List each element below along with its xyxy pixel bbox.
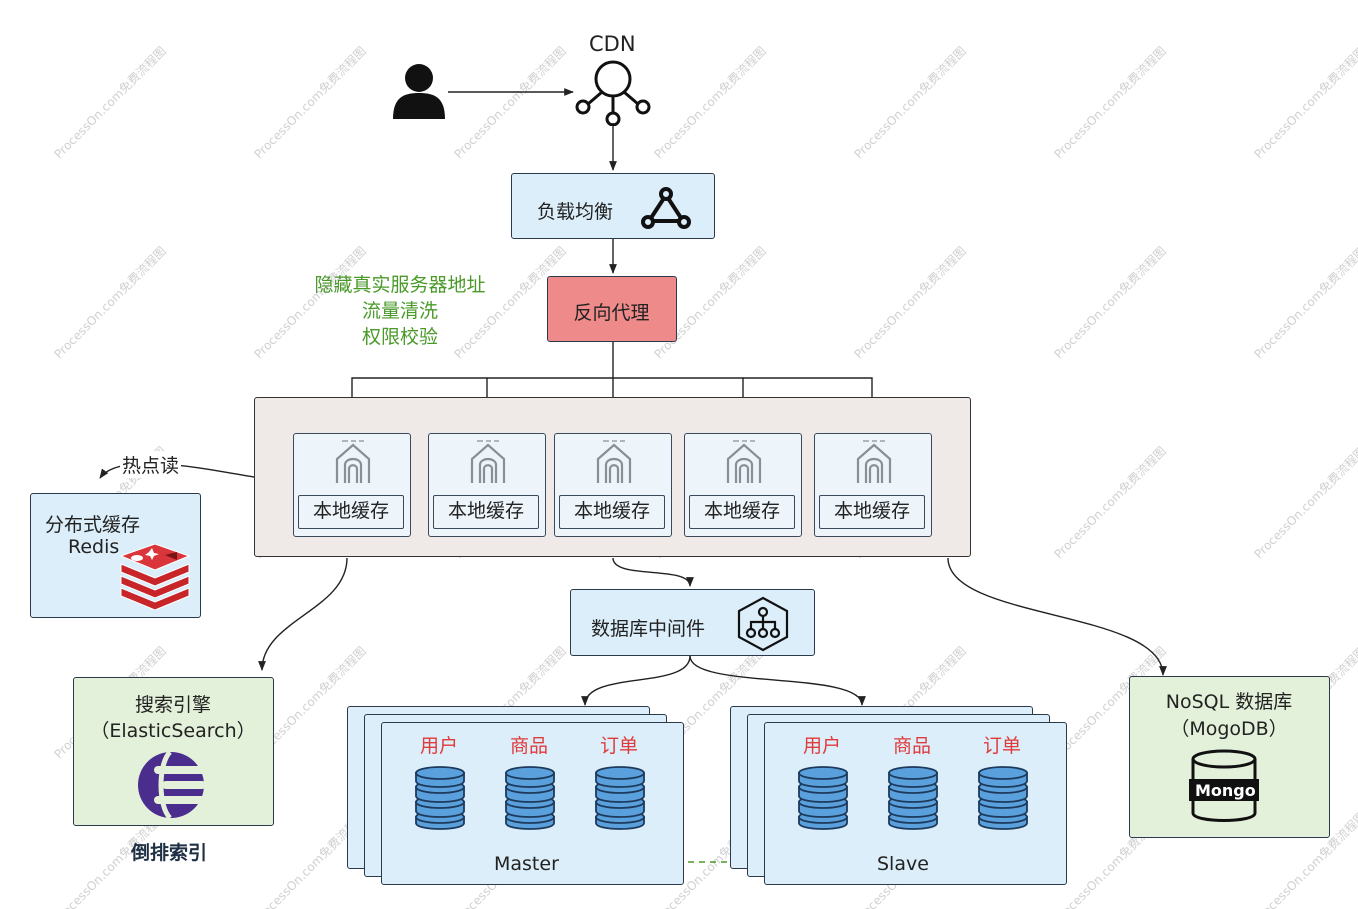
db-middleware-box[interactable]: 数据库中间件: [570, 589, 815, 656]
local-cache-card[interactable]: 本地缓存: [684, 433, 802, 537]
load-balancer-label: 负载均衡: [537, 201, 614, 223]
local-cache-card[interactable]: 本地缓存: [428, 433, 546, 537]
db-middleware-label: 数据库中间件: [591, 618, 706, 640]
search-title: 搜索引擎: [134, 694, 211, 716]
server-icon: [330, 439, 376, 489]
middleware-to-master-arrow: [581, 655, 691, 706]
redis-title: 分布式缓存: [45, 514, 141, 536]
search-subtitle: （ElasticSearch）: [90, 720, 256, 742]
database-icon: [797, 765, 849, 835]
user-icon: [393, 64, 445, 119]
mongo-logo-text: Mongo: [1195, 781, 1256, 800]
local-cache-card[interactable]: 本地缓存: [293, 433, 411, 537]
nosql-title: NoSQL 数据库: [1165, 691, 1293, 713]
proxy-note-2: 流量清洗: [361, 300, 438, 322]
elastic-logo-icon: [138, 750, 206, 820]
cluster-to-search-arrow: [258, 557, 348, 671]
database-icon: [977, 765, 1029, 835]
proxy-note-3: 权限校验: [361, 326, 438, 348]
redis-box[interactable]: 分布式缓存 Redis: [30, 493, 201, 618]
nosql-subtitle: （MogoDB）: [1170, 718, 1288, 740]
middleware-to-slave-arrow: [689, 655, 866, 706]
cdn-node-icon: [575, 60, 651, 126]
local-cache-card[interactable]: 本地缓存: [554, 433, 672, 537]
slave-table-label: 订单: [983, 735, 1022, 757]
database-icon: [504, 765, 556, 835]
server-icon: [465, 439, 511, 489]
master-front-panel[interactable]: 用户 商品 订单 Master: [381, 722, 684, 885]
master-table-label: 商品: [510, 735, 549, 757]
master-label: Master: [494, 853, 559, 875]
slave-label: Slave: [877, 853, 929, 875]
slave-table-label: 用户: [803, 735, 842, 757]
proxy-note-1: 隐藏真实服务器地址: [314, 274, 486, 296]
database-icon: [887, 765, 939, 835]
hot-read-label: 热点读: [120, 451, 182, 478]
database-icon: [594, 765, 646, 835]
reverse-proxy-box[interactable]: 反向代理: [547, 276, 677, 342]
triangle-network-icon: [641, 187, 691, 229]
server-icon: [851, 439, 897, 489]
local-cache-label: 本地缓存: [819, 495, 925, 529]
local-cache-label: 本地缓存: [298, 495, 404, 529]
cdn-label: CDN: [589, 32, 636, 56]
cluster-to-middleware-arrow: [612, 557, 694, 587]
mongo-db-icon: [1189, 749, 1259, 822]
cluster-to-nosql-arrow: [947, 557, 1167, 676]
slave-front-panel[interactable]: 用户 商品 订单 Slave: [764, 722, 1067, 885]
local-cache-label: 本地缓存: [433, 495, 539, 529]
local-cache-label: 本地缓存: [689, 495, 795, 529]
redis-logo-icon: [119, 544, 191, 610]
search-caption: 倒排索引: [131, 842, 208, 864]
master-table-label: 订单: [600, 735, 639, 757]
slave-table-label: 商品: [893, 735, 932, 757]
reverse-proxy-label: 反向代理: [573, 302, 650, 324]
load-balancer-box[interactable]: 负载均衡: [511, 173, 715, 239]
nosql-box[interactable]: NoSQL 数据库 （MogoDB） Mongo: [1129, 676, 1330, 838]
server-icon: [721, 439, 767, 489]
master-table-label: 用户: [420, 735, 459, 757]
database-icon: [414, 765, 466, 835]
local-cache-card[interactable]: 本地缓存: [814, 433, 932, 537]
server-icon: [591, 439, 637, 489]
redis-subtitle: Redis: [68, 536, 120, 558]
local-cache-label: 本地缓存: [559, 495, 665, 529]
search-engine-box[interactable]: 搜索引擎 （ElasticSearch）: [73, 677, 274, 826]
hierarchy-icon: [737, 596, 789, 652]
